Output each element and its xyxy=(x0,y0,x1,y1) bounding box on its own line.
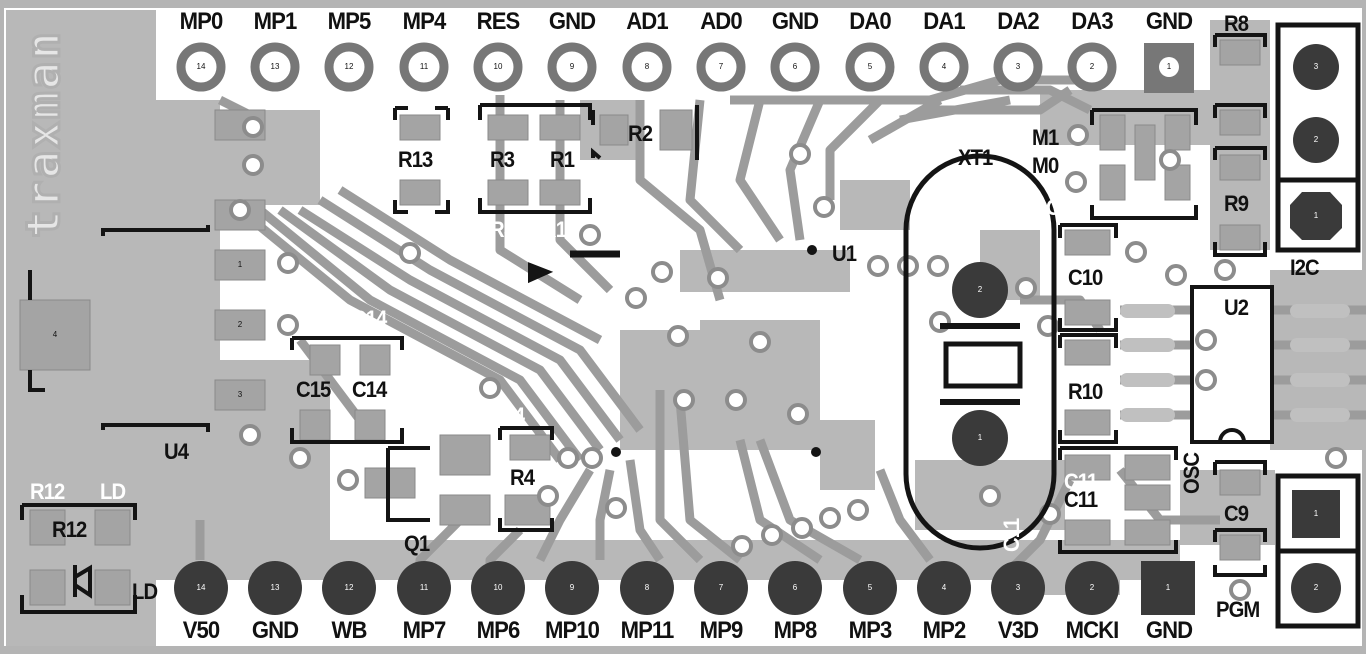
dots xyxy=(611,245,821,457)
u2-pins xyxy=(1120,304,1350,422)
vias xyxy=(229,116,1347,601)
top-header-pads xyxy=(176,42,1194,93)
bottom-header-pads xyxy=(174,561,1195,615)
silkscreen xyxy=(20,22,1361,629)
tht-pads-dark xyxy=(952,44,1342,613)
smd-pads xyxy=(19,39,1261,606)
